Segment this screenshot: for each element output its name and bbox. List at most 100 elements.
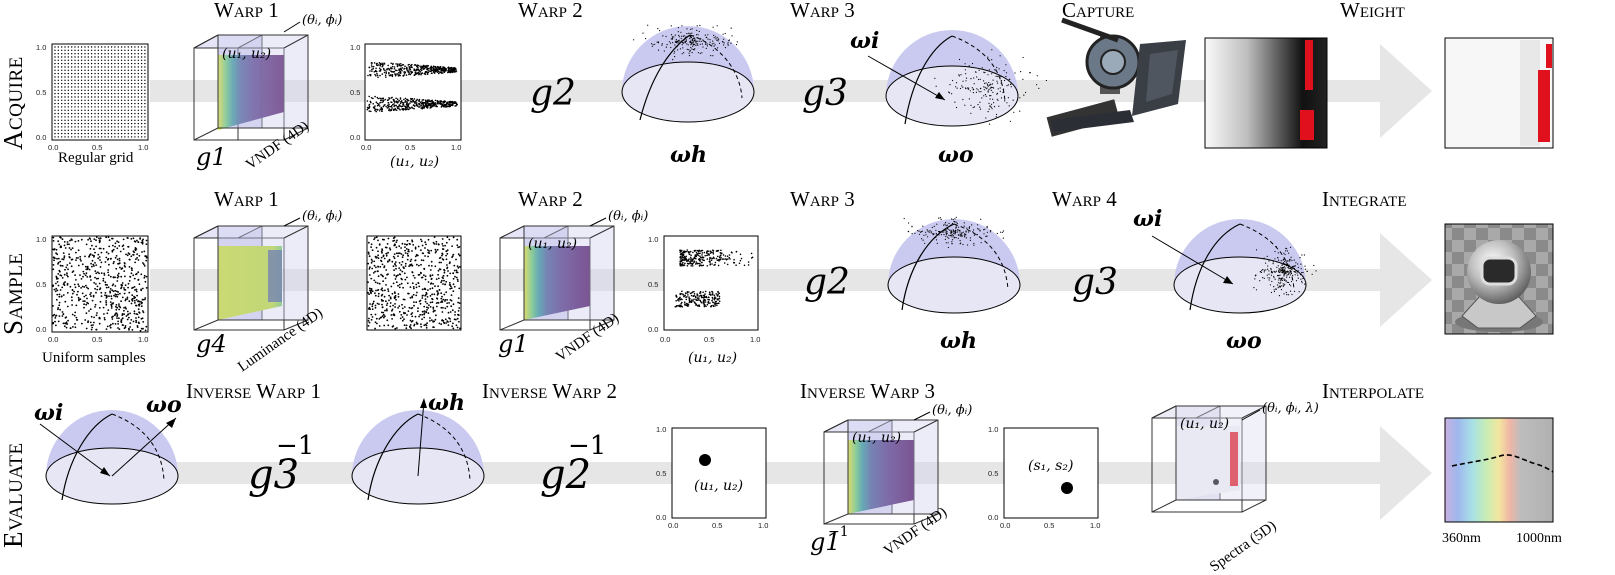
sample-point — [419, 65, 421, 67]
sample-point — [57, 129, 59, 131]
sample-point — [117, 56, 120, 58]
sample-point — [1276, 261, 1278, 263]
sample-point — [693, 44, 695, 46]
sample-point — [394, 108, 396, 111]
sample-point — [95, 283, 97, 285]
sample-point — [64, 49, 66, 51]
sample-point — [949, 235, 951, 237]
sample-point — [56, 281, 59, 283]
sample-point — [1289, 258, 1291, 260]
sample-point — [401, 242, 404, 245]
sample-point — [727, 44, 729, 46]
sample-point — [691, 28, 693, 30]
sample-point — [370, 318, 373, 321]
sample-point — [408, 67, 411, 69]
sample-point — [945, 242, 947, 244]
sample-point — [1275, 288, 1277, 290]
sample-point — [711, 257, 714, 260]
sample-point — [1013, 111, 1015, 113]
sample-point — [695, 249, 697, 252]
sample-point — [967, 87, 969, 89]
sample-point — [675, 295, 678, 298]
sample-point — [1267, 265, 1269, 267]
sample-point — [90, 69, 93, 72]
sample-point — [67, 126, 70, 128]
sample-point — [426, 66, 428, 69]
sample-point — [973, 244, 975, 246]
sample-point — [120, 106, 123, 108]
sample-point — [714, 36, 717, 38]
sample-point — [402, 105, 404, 107]
sample-point — [130, 56, 133, 58]
sample-point — [120, 46, 123, 48]
sample-point — [54, 96, 56, 98]
sample-point — [116, 240, 118, 243]
sample-point — [377, 257, 380, 260]
sample-point — [677, 298, 680, 300]
sample-point — [74, 53, 76, 55]
sample-point — [377, 295, 380, 298]
sample-point — [61, 72, 63, 75]
sample-point — [418, 264, 420, 267]
sample-point — [106, 258, 109, 261]
sample-point — [420, 238, 422, 241]
sample-point — [135, 321, 138, 324]
sample-point — [992, 91, 994, 93]
sample-point — [97, 99, 100, 102]
sample-point — [379, 68, 382, 71]
sample-point — [134, 302, 136, 304]
sample-point — [74, 129, 76, 131]
sample-point — [95, 272, 98, 275]
sample-point — [390, 62, 393, 65]
sample-point — [104, 89, 106, 92]
sample-point — [698, 299, 700, 301]
sample-point — [117, 99, 120, 102]
sample-point — [691, 48, 693, 50]
sample-point — [455, 269, 458, 272]
sample-point — [458, 314, 460, 316]
sample-point — [104, 49, 106, 51]
sample-point — [64, 136, 66, 138]
sample-point — [94, 251, 96, 254]
outgoing-hemisphere: ωi ωo — [850, 28, 1047, 168]
sample-point — [452, 283, 455, 286]
sample-point — [421, 297, 424, 299]
sample-point — [124, 106, 126, 108]
sample-point — [415, 286, 418, 289]
sample-point — [1277, 265, 1279, 267]
sample-point — [140, 129, 143, 131]
sample-point — [110, 106, 113, 108]
sample-point — [137, 86, 139, 88]
sample-point — [57, 320, 60, 323]
sample-point — [140, 327, 143, 330]
sample-point — [1287, 260, 1289, 262]
sample-point — [84, 265, 87, 268]
sample-point — [71, 79, 73, 82]
sample-point — [137, 119, 139, 122]
sample-point — [74, 86, 76, 88]
sample-point — [124, 96, 126, 98]
sample-point — [61, 89, 63, 92]
sample-point — [82, 300, 85, 302]
stage-title: Warp 2 — [518, 0, 583, 22]
sample-point — [371, 267, 374, 270]
sample-point — [409, 319, 412, 322]
sample-point — [452, 69, 455, 71]
sample-point — [968, 65, 970, 67]
sample-point — [1260, 271, 1263, 273]
sample-point — [1269, 284, 1271, 286]
sample-point — [395, 298, 397, 301]
sample-point — [71, 72, 73, 75]
sample-point — [416, 66, 419, 68]
sample-point — [145, 287, 148, 289]
sample-point — [442, 103, 444, 105]
sample-point — [67, 62, 70, 65]
sample-point — [54, 257, 56, 260]
sample-point — [64, 129, 66, 131]
sample-point — [87, 62, 90, 65]
sample-point — [1296, 272, 1298, 274]
sample-point — [457, 253, 460, 256]
sample-point — [104, 72, 106, 75]
tick-label: 0.5 — [350, 88, 360, 97]
sample-point — [706, 36, 708, 38]
